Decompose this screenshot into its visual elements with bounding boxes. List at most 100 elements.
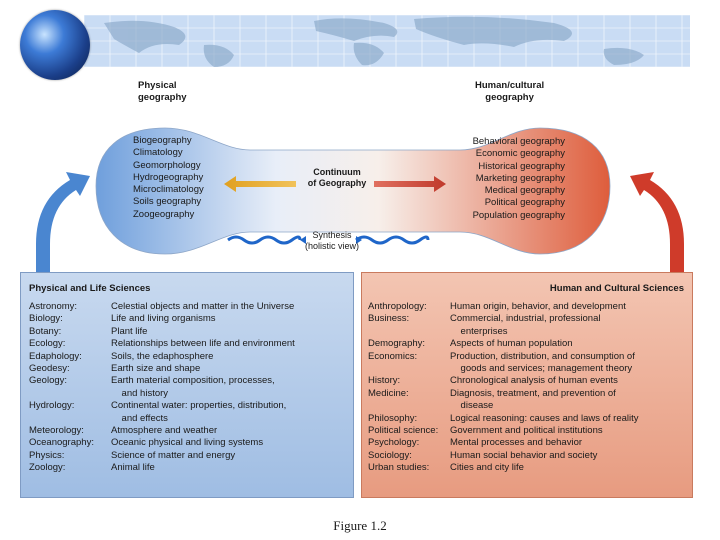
- description: Production, distribution, and consumptio…: [450, 350, 635, 362]
- description: Science of matter and energy: [111, 449, 236, 461]
- description: and effects: [111, 412, 168, 424]
- table-row: Medicine: Diagnosis, treatment, and preve…: [368, 388, 639, 400]
- list-item: Medical geography: [484, 185, 565, 197]
- curved-arrow-human: [630, 172, 684, 296]
- list-item: Political geography: [484, 197, 565, 209]
- continents: [104, 16, 644, 67]
- sciences-table: Anthropology: Human origin, behavior, and…: [368, 301, 639, 475]
- table-row: Sociology:Human social behavior and soci…: [368, 450, 639, 462]
- term: Edaphology:: [29, 350, 82, 362]
- list-item: Economic geography: [475, 148, 565, 160]
- table-row: Edaphology:Soils, the edaphosphere: [29, 351, 295, 363]
- table-row: Physics:Science of matter and energy: [29, 450, 295, 462]
- panel-title: Human and Cultural Sciences: [549, 283, 684, 294]
- table-row: Geodesy: Earth size and shape: [29, 363, 295, 375]
- table-row: Business: Commercial, industrial, profess…: [368, 313, 639, 325]
- term: Geology:: [29, 375, 68, 387]
- term: Sociology:: [368, 449, 412, 461]
- curved-arrow-physical: [36, 172, 90, 296]
- wave-arrowhead-right: [356, 236, 362, 244]
- table-row: Political science:Government and politic…: [368, 425, 639, 437]
- continuum-label: Continuum of Geography: [300, 167, 374, 189]
- human-geography-title: Human/cultural geography: [475, 80, 544, 104]
- table-row: and effects: [29, 413, 295, 425]
- description: and history: [111, 387, 169, 399]
- description: Plant life: [111, 325, 148, 337]
- table-row: goods and services; management theory: [368, 363, 639, 375]
- description: Aspects of human population: [450, 338, 573, 350]
- table-row: Philosophy: Logical reasoning: causes and…: [368, 413, 639, 425]
- title-line: Human/cultural: [475, 80, 545, 91]
- barbell-shape: [95, 127, 611, 255]
- table-row: Demography: Aspects of human population: [368, 338, 639, 350]
- description: Chronological analysis of human events: [450, 375, 618, 387]
- table-row: Biology: Life and living organisms: [29, 313, 295, 325]
- term: [29, 388, 111, 400]
- arrow-right-human: [374, 176, 446, 192]
- list-item: Hydrogeography: [133, 171, 204, 183]
- panel-title: Physical and Life Sciences: [29, 283, 151, 294]
- term: [368, 400, 450, 412]
- description: Atmosphere and weather: [111, 425, 218, 437]
- description: Logical reasoning: causes and laws of re…: [450, 412, 639, 424]
- term: Hydrology:: [29, 400, 75, 412]
- table-row: History:Chronological analysis of human …: [368, 375, 639, 387]
- list-item: Climatology: [133, 147, 183, 159]
- term: Medicine:: [368, 387, 409, 399]
- table-row: Economics:Production, distribution, and …: [368, 351, 639, 363]
- description: Government and political institutions: [450, 425, 603, 437]
- title-line: Physical: [138, 80, 177, 91]
- description: Diagnosis, treatment, and prevention of: [450, 387, 616, 399]
- list-item: Population geography: [472, 209, 565, 221]
- description: enterprises: [450, 325, 508, 337]
- term: Botany:: [29, 325, 62, 337]
- term: Urban studies:: [368, 462, 430, 474]
- label-line: of Geography: [307, 178, 367, 188]
- description: Life and living organisms: [111, 313, 216, 325]
- table-row: Astronomy:Celestial objects and matter i…: [29, 301, 295, 313]
- term: Anthropology:: [368, 301, 427, 312]
- description: Human origin, behavior, and development: [450, 301, 626, 312]
- table-row: Ecology: Relationships between life and e…: [29, 338, 295, 350]
- figure-caption: Figure 1.2: [333, 518, 387, 533]
- table-row: Oceanography:Oceanic physical and living…: [29, 437, 295, 449]
- globe-icon: [20, 10, 90, 80]
- title-line: geography: [138, 92, 187, 103]
- description: Oceanic physical and living systems: [111, 437, 264, 449]
- list-item: Marketing geography: [475, 172, 565, 184]
- term: Ecology:: [29, 338, 66, 350]
- table-row: Botany: Plant life: [29, 326, 295, 338]
- term: Demography:: [368, 338, 426, 350]
- term: Biology:: [29, 313, 63, 325]
- description: disease: [450, 400, 494, 412]
- term: [29, 413, 111, 425]
- description: Animal life: [111, 462, 155, 474]
- world-map-banner: [84, 15, 690, 67]
- term: [368, 326, 450, 338]
- physical-life-sciences-panel: Physical and Life Sciences Astronomy:Cel…: [20, 272, 354, 498]
- term: Geodesy:: [29, 363, 70, 375]
- list-item: Biogeography: [133, 135, 192, 146]
- table-row: Zoology: Animal life: [29, 462, 295, 474]
- description: Commercial, industrial, professional: [450, 313, 601, 325]
- description: Earth size and shape: [111, 363, 201, 375]
- term: [368, 363, 450, 375]
- synthesis-label: Synthesis (holistic view): [302, 230, 362, 252]
- table-row: Hydrology:Continental water: properties,…: [29, 400, 295, 412]
- table-row: enterprises: [368, 326, 639, 338]
- description: Cities and city life: [450, 462, 524, 474]
- term: Philosophy:: [368, 412, 418, 424]
- label-line: (holistic view): [304, 241, 359, 251]
- table-row: Psychology:Mental processes and behavior: [368, 437, 639, 449]
- list-item: Geomorphology: [133, 159, 201, 171]
- term: Zoology:: [29, 462, 66, 474]
- table-row: disease: [368, 400, 639, 412]
- term: Business:: [368, 313, 410, 325]
- description: Relationships between life and environme…: [111, 338, 295, 350]
- table-row: Anthropology: Human origin, behavior, and…: [368, 301, 639, 313]
- table-row: Geology:Earth material composition, proc…: [29, 375, 295, 387]
- physical-geography-title: Physical geography: [138, 80, 187, 104]
